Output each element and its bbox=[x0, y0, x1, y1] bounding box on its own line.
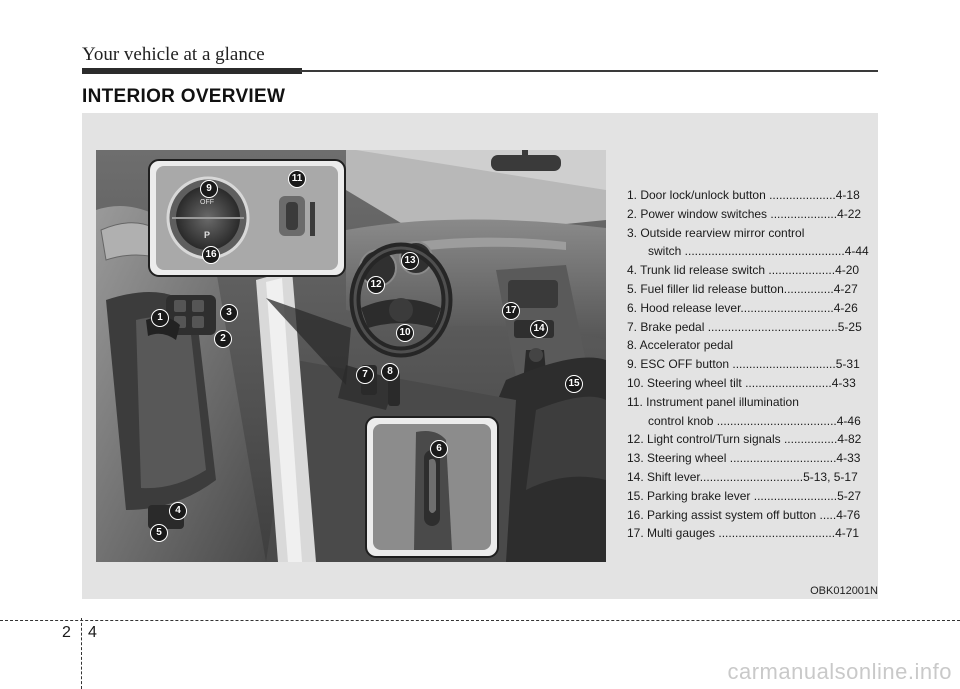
legend-item-10: 10. Steering wheel tilt ................… bbox=[627, 374, 867, 393]
interior-illustration: OFF P bbox=[96, 150, 606, 562]
legend-item-13: 13. Steering wheel .....................… bbox=[627, 449, 867, 468]
legend-item-6: 6. Hood release lever...................… bbox=[627, 299, 867, 318]
legend-item-12: 12. Light control/Turn signals .........… bbox=[627, 430, 867, 449]
callout-10: 10 bbox=[396, 324, 414, 342]
legend-item-text: 1. Door lock/unlock button .............… bbox=[627, 188, 860, 202]
legend-item-text: 15. Parking brake lever ................… bbox=[627, 488, 862, 503]
callout-6: 6 bbox=[430, 440, 448, 458]
footer-rule bbox=[0, 620, 960, 621]
legend-item-text: 7. Brake pedal .........................… bbox=[627, 319, 862, 334]
legend-item-5: 5. Fuel filler lid release button.......… bbox=[627, 280, 867, 299]
legend-item-text: 10. Steering wheel tilt ................… bbox=[627, 375, 856, 390]
legend-item-3: 3. Outside rearview mirror control switc… bbox=[627, 224, 869, 262]
legend-item-text: 5. Fuel filler lid release button.......… bbox=[627, 281, 858, 296]
callout-1: 1 bbox=[151, 309, 169, 327]
legend-item-7: 7. Brake pedal .........................… bbox=[627, 318, 867, 337]
callout-5: 5 bbox=[150, 524, 168, 542]
page-header-title: Your vehicle at a glance bbox=[82, 44, 265, 65]
legend-item-9: 9. ESC OFF button ......................… bbox=[627, 355, 867, 374]
figure-code: OBK012001N bbox=[810, 585, 878, 597]
legend-item-text: 12. Light control/Turn signals .........… bbox=[627, 432, 862, 447]
legend-item-text: 16. Parking assist system off button ...… bbox=[627, 507, 861, 522]
legend-item-2: 2. Power window switches ...............… bbox=[627, 205, 867, 224]
legend-item-text: 2. Power window switches ...............… bbox=[627, 206, 862, 221]
legend-item-text: 8. Accelerator pedal bbox=[627, 338, 734, 353]
legend-item-text: 4. Trunk lid release switch ............… bbox=[627, 263, 860, 278]
park-assist-label: P bbox=[204, 230, 210, 240]
callout-4: 4 bbox=[169, 502, 187, 520]
legend-item-text: 6. Hood release lever...................… bbox=[627, 300, 858, 315]
legend-item-text-continued: switch .................................… bbox=[648, 244, 869, 259]
watermark: carmanualsonline.info bbox=[727, 659, 952, 684]
legend-item-11: 11. Instrument panel illumination contro… bbox=[627, 393, 867, 431]
legend-item-17: 17. Multi gauges .......................… bbox=[627, 524, 867, 543]
callout-15: 15 bbox=[565, 375, 583, 393]
legend-item-text: 13. Steering wheel .....................… bbox=[627, 451, 861, 466]
legend-item-15: 15. Parking brake lever ................… bbox=[627, 487, 867, 506]
interior-photo: OFF P 9 11 16 13 12 17 14 10 15 3 2 1 7 … bbox=[96, 150, 606, 562]
header-rule-thin bbox=[300, 70, 878, 72]
component-legend: 1. Door lock/unlock button .............… bbox=[627, 186, 869, 543]
callout-13: 13 bbox=[401, 252, 419, 270]
legend-item-text: 14. Shift lever.........................… bbox=[627, 469, 858, 484]
page-number: 4 bbox=[88, 624, 97, 641]
legend-item-text-continued: control knob ...........................… bbox=[648, 413, 861, 428]
esc-off-label: OFF bbox=[200, 199, 214, 206]
legend-item-1: 1. Door lock/unlock button .............… bbox=[627, 186, 867, 205]
callout-9: 9 bbox=[200, 180, 218, 198]
callout-17: 17 bbox=[502, 302, 520, 320]
section-title: INTERIOR OVERVIEW bbox=[82, 86, 286, 107]
callout-12: 12 bbox=[367, 276, 385, 294]
callout-11: 11 bbox=[288, 170, 306, 188]
legend-item-text: 9. ESC OFF button ......................… bbox=[627, 357, 860, 372]
legend-item-16: 16. Parking assist system off button ...… bbox=[627, 506, 867, 525]
callout-3: 3 bbox=[220, 304, 238, 322]
legend-item-14: 14. Shift lever.........................… bbox=[627, 468, 867, 487]
callout-16: 16 bbox=[202, 246, 220, 264]
page-section-number: 2 bbox=[62, 624, 71, 641]
page-number-separator bbox=[81, 618, 82, 689]
legend-item-text: 17. Multi gauges .......................… bbox=[627, 526, 860, 541]
callout-8: 8 bbox=[381, 363, 399, 381]
legend-item-8: 8. Accelerator pedal bbox=[627, 336, 867, 355]
legend-item-text: 3. Outside rearview mirror control bbox=[627, 225, 805, 240]
callout-7: 7 bbox=[356, 366, 374, 384]
callout-14: 14 bbox=[530, 320, 548, 338]
callout-2: 2 bbox=[214, 330, 232, 348]
legend-item-text: 11. Instrument panel illumination bbox=[627, 394, 799, 409]
header-rule-thick bbox=[82, 68, 302, 74]
legend-item-4: 4. Trunk lid release switch ............… bbox=[627, 261, 867, 280]
